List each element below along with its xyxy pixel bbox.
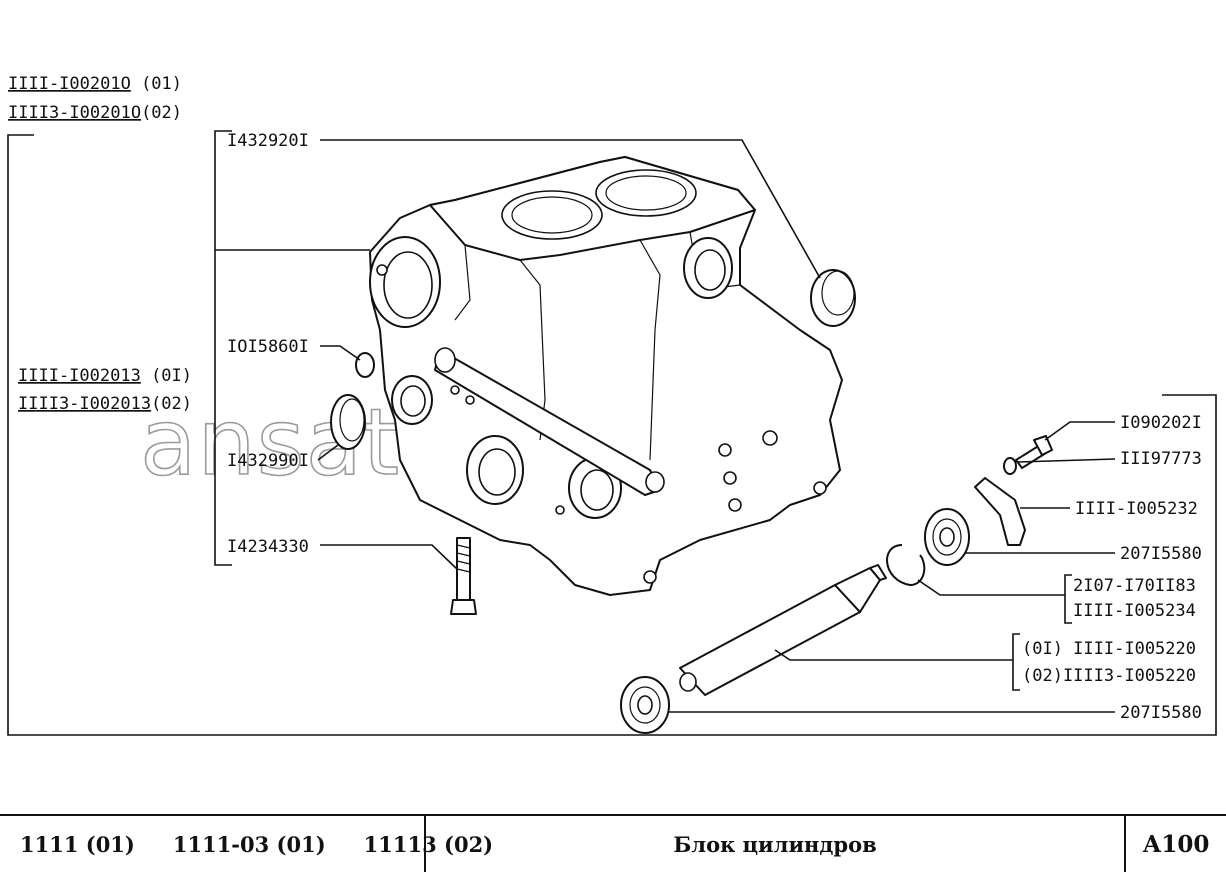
label-plug-small: IOI5860I xyxy=(227,337,309,357)
label-assembly-02: IIII3-I00201O(02) xyxy=(8,103,182,123)
label-ring-a: 2I07-I70II83 xyxy=(1073,576,1196,596)
bracket-ring xyxy=(1064,574,1072,624)
leader-bolt xyxy=(320,544,459,571)
label-plug-side: I432990I xyxy=(227,451,309,471)
model-2: 1111-03 (01) xyxy=(172,831,326,857)
bracket-shaft xyxy=(1012,633,1020,691)
label-shaft-01: (0I) IIII-I005220 xyxy=(1022,639,1196,659)
retainer-plate-part xyxy=(974,477,1026,546)
diagram-title: Блок цилиндров xyxy=(426,816,1126,872)
plug-top-part xyxy=(810,269,856,327)
bolt-part xyxy=(450,537,477,615)
model-3: 11113 (02) xyxy=(363,831,494,857)
subassy-bracket xyxy=(214,130,232,566)
leader-ring xyxy=(917,579,1065,596)
leader-washer xyxy=(1017,458,1116,463)
label-shaft-02: (02)IIII3-I005220 xyxy=(1022,666,1196,686)
leader-plug-small xyxy=(320,345,361,361)
cylinder-block xyxy=(369,156,843,596)
label-retainer-plate: IIII-I005232 xyxy=(1075,499,1198,519)
label-bolt-small: I090202I xyxy=(1120,413,1202,433)
leader-bolt-small xyxy=(1044,421,1115,441)
label-washer: III97773 xyxy=(1120,449,1202,469)
label-subassy-02: IIII3-I00201З(02) xyxy=(18,394,192,414)
shaft-part xyxy=(679,564,887,696)
label-bearing-front: 207I5580 xyxy=(1120,544,1202,564)
model-list: 1111 (01) 1111-03 (01) 11113 (02) xyxy=(0,816,493,872)
bearing-rear-part xyxy=(620,676,670,734)
washer-part xyxy=(1003,457,1017,475)
label-assembly-01: IIII-I00201O (01) xyxy=(8,74,182,94)
label-bearing-rear: 207I5580 xyxy=(1120,703,1202,723)
label-bolt: I4234330 xyxy=(227,537,309,557)
assembly-frame-line xyxy=(7,134,1217,736)
bolt-small-part xyxy=(1015,435,1053,469)
plug-small-part xyxy=(355,352,375,378)
parts-diagram: ansat-parts.ru IIII-I00201O (01) IIII3-I… xyxy=(7,74,1217,736)
bearing-front-part xyxy=(924,508,970,566)
retaining-ring-part xyxy=(886,544,926,586)
diagram-code: А100 xyxy=(1142,830,1210,858)
title-block: 1111 (01) 1111-03 (01) 11113 (02) Блок ц… xyxy=(0,814,1226,872)
model-1: 1111 (01) xyxy=(20,831,135,857)
plug-side-part xyxy=(330,394,366,450)
leader-plug-side xyxy=(317,444,339,461)
label-ring-b: IIII-I005234 xyxy=(1073,601,1196,621)
leader-plug-top xyxy=(320,139,821,279)
label-plug-top: I432920I xyxy=(227,131,309,151)
leader-shaft xyxy=(774,649,1013,661)
label-subassy-01: IIII-I00201З (0I) xyxy=(18,366,192,386)
